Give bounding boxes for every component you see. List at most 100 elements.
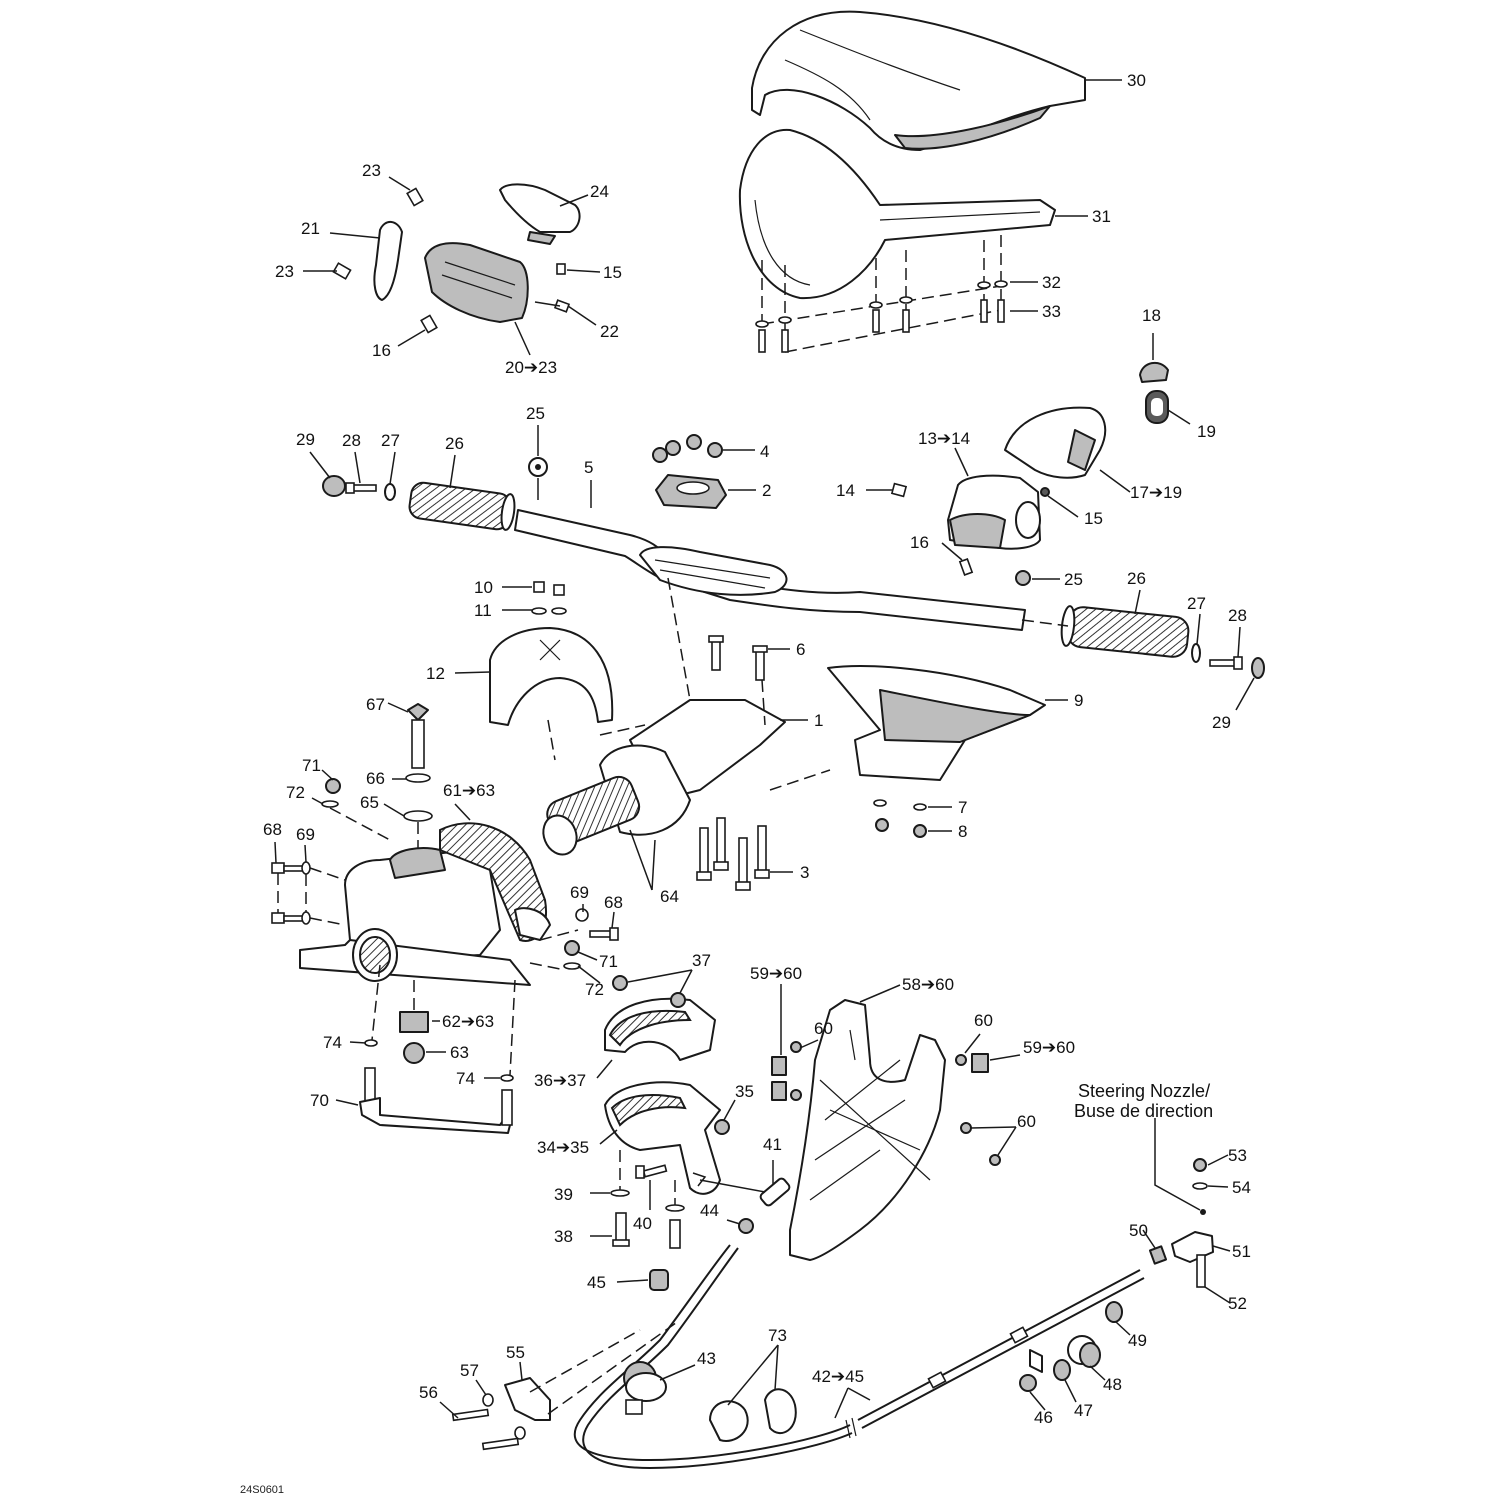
callout-54: 54 xyxy=(1232,1178,1251,1197)
callout-25-right: 25 xyxy=(1064,570,1083,589)
callout-32: 32 xyxy=(1042,273,1061,292)
callout-10: 10 xyxy=(474,578,493,597)
callout-59-60-right: 59➔60 xyxy=(1023,1038,1075,1057)
callout-47: 47 xyxy=(1074,1401,1093,1420)
callout-23-top: 23 xyxy=(362,161,381,180)
callout-4: 4 xyxy=(760,442,769,461)
riser-clamp-2 xyxy=(655,474,727,509)
callout-28-left: 28 xyxy=(342,431,361,450)
callout-42-45: 42➔45 xyxy=(812,1367,864,1386)
button-18-19 xyxy=(1139,361,1169,424)
callout-43: 43 xyxy=(697,1349,716,1368)
small-hardware-top-left xyxy=(332,187,571,334)
callout-14: 14 xyxy=(836,481,855,500)
callout-46: 46 xyxy=(1034,1408,1053,1427)
lever-21 xyxy=(373,221,403,301)
callout-11: 11 xyxy=(474,601,492,620)
callout-58-60: 58➔60 xyxy=(902,975,954,994)
grip-right-26 xyxy=(1060,605,1190,658)
callout-30: 30 xyxy=(1127,71,1146,90)
bearing-housing-61 xyxy=(299,822,551,986)
callout-27-right: 27 xyxy=(1187,594,1206,613)
callout-29-left: 29 xyxy=(296,430,315,449)
cable-42-45 xyxy=(573,1244,1145,1470)
callout-24: 24 xyxy=(590,182,609,201)
washer-27a xyxy=(384,483,396,501)
nuts-4 xyxy=(652,434,723,463)
end-cap-29a xyxy=(322,475,346,497)
callout-74-right: 74 xyxy=(456,1069,475,1088)
callout-1: 1 xyxy=(814,711,823,730)
bushing-45 xyxy=(649,1269,669,1291)
callout-35: 35 xyxy=(735,1082,754,1101)
shield-12 xyxy=(489,627,614,726)
upper-cover-30 xyxy=(751,10,1086,151)
callout-60-mid: 60 xyxy=(974,1011,993,1030)
callout-57: 57 xyxy=(460,1361,479,1380)
callout-48: 48 xyxy=(1103,1375,1122,1394)
callout-49: 49 xyxy=(1128,1331,1147,1350)
callout-50: 50 xyxy=(1129,1221,1148,1240)
callout-69-left: 69 xyxy=(296,825,315,844)
ball-joint-41-44 xyxy=(738,1177,791,1234)
callout-19: 19 xyxy=(1197,422,1216,441)
callout-16-top: 16 xyxy=(372,341,391,360)
clamp-36-37 xyxy=(604,997,716,1061)
callout-13-14: 13➔14 xyxy=(918,429,970,448)
callout-66: 66 xyxy=(366,769,385,788)
callout-27-left: 27 xyxy=(381,431,400,450)
callout-18: 18 xyxy=(1142,306,1161,325)
callout-9: 9 xyxy=(1074,691,1083,710)
callout-55: 55 xyxy=(506,1343,525,1362)
callout-28-right: 28 xyxy=(1228,606,1247,625)
callout-31: 31 xyxy=(1092,207,1111,226)
housing-13 xyxy=(947,474,1041,550)
nut-62-63 xyxy=(399,1011,429,1064)
callout-41: 41 xyxy=(763,1135,782,1154)
callout-20-23: 20➔23 xyxy=(505,358,557,377)
callout-56: 56 xyxy=(419,1383,438,1402)
callout-38: 38 xyxy=(554,1227,573,1246)
bolts-3 xyxy=(696,817,770,891)
callout-59-60-left: 59➔60 xyxy=(750,964,802,983)
callout-70: 70 xyxy=(310,1091,329,1110)
callout-29-right: 29 xyxy=(1212,713,1231,732)
end-cap-29b xyxy=(1251,657,1265,679)
callout-67: 67 xyxy=(366,695,385,714)
callout-2: 2 xyxy=(762,481,771,500)
callout-21: 21 xyxy=(301,219,320,238)
callout-51: 51 xyxy=(1232,1242,1251,1261)
callout-34-35: 34➔35 xyxy=(537,1138,589,1157)
callout-64: 64 xyxy=(660,887,679,906)
callout-65: 65 xyxy=(360,793,379,812)
screw-28a xyxy=(345,482,377,494)
callout-68-left: 68 xyxy=(263,820,282,839)
callout-8: 8 xyxy=(958,822,967,841)
callout-69-right: 69 xyxy=(570,883,589,902)
reference-code: 24S0601 xyxy=(240,1484,284,1496)
bracket-55 xyxy=(451,1377,551,1451)
callout-36-37: 36➔37 xyxy=(534,1071,586,1090)
bolts-10-11 xyxy=(531,581,567,615)
bracket-70 xyxy=(359,1039,514,1134)
washers-69-68 xyxy=(271,861,311,925)
washer-27b xyxy=(1191,643,1201,663)
callout-68-right: 68 xyxy=(604,893,623,912)
callout-labels: 30 31 32 33 23 24 21 23 15 22 16 20➔23 1… xyxy=(240,71,1251,1496)
callout-23-left: 23 xyxy=(275,262,294,281)
callout-33: 33 xyxy=(1042,302,1061,321)
callout-5: 5 xyxy=(584,458,593,477)
callout-40: 40 xyxy=(633,1214,652,1233)
callout-52: 52 xyxy=(1228,1294,1247,1313)
cover-9 xyxy=(827,665,1046,781)
callout-6: 6 xyxy=(796,640,805,659)
callout-16-right: 16 xyxy=(910,533,929,552)
callout-71-top: 71 xyxy=(302,756,321,775)
steering-column-1 xyxy=(542,699,786,856)
pin-67 xyxy=(403,703,433,822)
callout-60-lower: 60 xyxy=(1017,1112,1036,1131)
callout-60-left: 60 xyxy=(814,1019,833,1038)
callout-53: 53 xyxy=(1228,1146,1247,1165)
frame-58 xyxy=(789,999,946,1261)
